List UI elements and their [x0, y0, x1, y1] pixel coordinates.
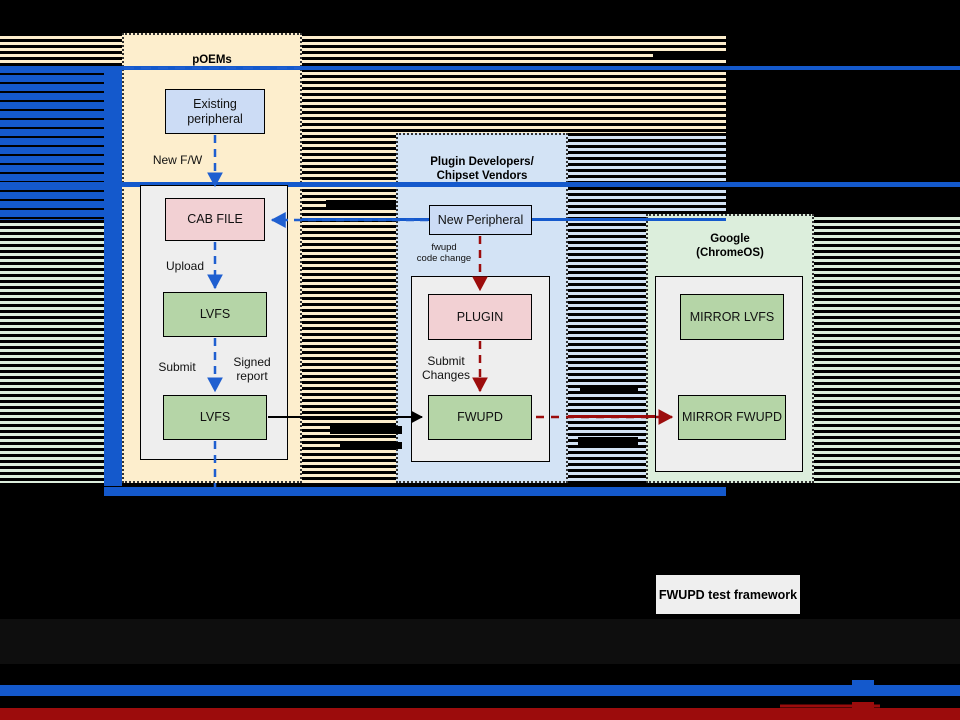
edge-label-signed-report-line2: report — [236, 369, 268, 383]
edge-label-signed-report-line1: Signed — [233, 355, 271, 369]
node-plugin[interactable]: PLUGIN — [428, 294, 532, 340]
node-mirror-fwupd[interactable]: MIRROR FWUPD — [678, 395, 786, 440]
node-existing-peripheral-line1: Existing — [193, 96, 237, 111]
zone-google-title-line1: Google — [710, 233, 750, 245]
node-plugin-label: PLUGIN — [456, 309, 504, 324]
edge-label-upload: Upload — [165, 259, 205, 273]
artifact-black-bar-lvfs-2 — [340, 442, 402, 449]
node-mirror-fwupd-label: MIRROR FWUPD — [682, 410, 782, 424]
edge-label-submit-changes-line1: Submit — [427, 354, 465, 368]
artifact-black-bar-lvfs-1 — [330, 426, 402, 434]
zone-google-title-line2: (ChromeOS) — [696, 247, 764, 259]
node-cab-file-label: CAB FILE — [187, 212, 243, 226]
artifact-black-bar-cab — [326, 200, 396, 207]
node-cab-file[interactable]: CAB FILE — [165, 198, 265, 241]
node-existing-peripheral[interactable]: Existing peripheral — [165, 89, 265, 134]
node-fwupd[interactable]: FWUPD — [428, 395, 532, 440]
artifact-black-bar-fwupd-1 — [580, 385, 638, 393]
node-lvfs-upload[interactable]: LVFS — [163, 292, 267, 337]
node-new-peripheral[interactable]: New Peripheral — [429, 205, 532, 235]
edge-label-new-fw: New F/W — [152, 153, 203, 167]
artifact-black-bar-fwupd-2 — [578, 437, 638, 445]
legend-fwupd-test-framework: FWUPD test framework — [656, 575, 800, 614]
node-lvfs-upload-label: LVFS — [199, 307, 231, 321]
node-new-peripheral-label: New Peripheral — [437, 212, 524, 227]
edge-label-fwupd-code-change-line1: fwupd — [431, 242, 457, 253]
node-lvfs-submit[interactable]: LVFS — [163, 395, 267, 440]
node-mirror-lvfs[interactable]: MIRROR LVFS — [680, 294, 784, 340]
edge-label-fwupd-code-change-line2: code change — [416, 253, 472, 264]
zone-poems-title: pOEMs — [192, 54, 232, 66]
node-lvfs-submit-label: LVFS — [199, 410, 231, 424]
zone-plugin-title-line1: Plugin Developers/ — [430, 156, 534, 168]
node-mirror-lvfs-label: MIRROR LVFS — [689, 309, 775, 324]
edge-label-submit-changes-line2: Changes — [421, 368, 471, 382]
edge-label-submit: Submit — [158, 360, 196, 374]
legend-fwupd-test-framework-label: FWUPD test framework — [658, 587, 798, 602]
node-existing-peripheral-line2: peripheral — [187, 111, 243, 126]
node-fwupd-label: FWUPD — [457, 410, 503, 424]
artifact-black-bar-top — [653, 51, 752, 59]
zone-plugin-title-line2: Chipset Vendors — [436, 170, 528, 182]
